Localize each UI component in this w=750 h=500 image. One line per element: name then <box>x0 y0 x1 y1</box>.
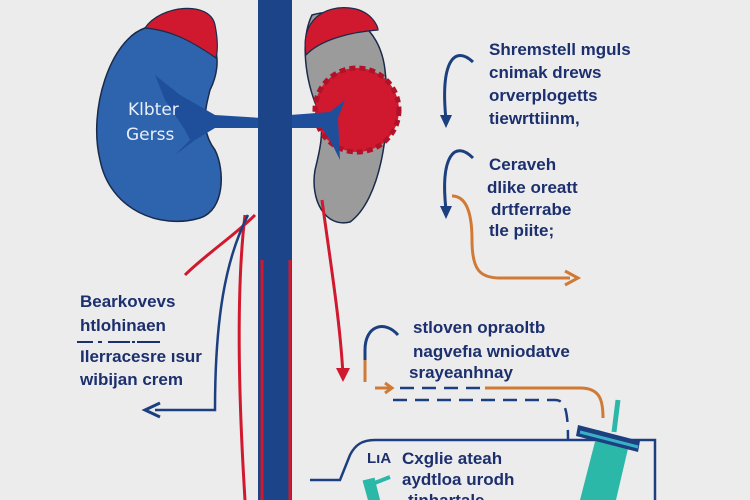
kidney-label: Klbter <box>128 100 179 120</box>
curved-arrow-2 <box>443 149 475 211</box>
kidney-tumor <box>312 65 402 155</box>
left-flow-arrow <box>155 214 250 412</box>
arrow-right-icon <box>375 381 395 395</box>
orange-arrow <box>451 194 570 280</box>
right-adrenal <box>304 7 379 57</box>
svg-text:stloven opraoltb: stloven opraoltb <box>413 318 545 337</box>
svg-text:dlike oreatt: dlike oreatt <box>487 178 578 197</box>
left-renal-vessels <box>155 75 262 155</box>
teal-figure-icon <box>362 475 391 500</box>
svg-text:drtferrabe: drtferrabe <box>491 200 571 219</box>
svg-text:srayeanhnay: srayeanhnay <box>409 363 513 382</box>
svg-text:tiewrttiinm,: tiewrttiinm, <box>489 109 580 128</box>
arrow-down-icon <box>440 206 452 219</box>
left-kidney <box>96 25 222 223</box>
bottom-box <box>310 438 657 500</box>
svg-text:tinhartale: tinhartale <box>408 491 485 500</box>
curved-arrow-3 <box>363 325 400 382</box>
top-right-note: Shremstell mguls cnimak drews orverploge… <box>489 40 631 128</box>
middle-right-note: Ceraveh dlike oreatt drtferrabe tle piit… <box>487 155 578 240</box>
svg-text:nagvefıa wniodatve: nagvefıa wniodatve <box>413 342 570 361</box>
center-note: stloven opraoltb nagvefıa wniodatve sray… <box>409 318 570 382</box>
arrow-down-icon <box>440 115 452 128</box>
svg-text:Cxglie ateah: Cxglie ateah <box>402 449 502 468</box>
svg-text:tle piite;: tle piite; <box>489 221 554 240</box>
curved-arrow-1 <box>443 54 475 121</box>
arrow-left-icon <box>141 401 161 419</box>
arrow-down-icon <box>336 368 350 382</box>
left-adrenal <box>143 7 218 59</box>
svg-text:Ceraveh: Ceraveh <box>489 155 556 174</box>
cup-icon <box>576 399 640 500</box>
svg-text:cnimak drews: cnimak drews <box>489 63 601 82</box>
kidney-label: Gerss <box>126 125 174 145</box>
svg-text:htlohinaen: htlohinaen <box>80 316 166 335</box>
svg-text:Shremstell mguls: Shremstell mguls <box>489 40 631 59</box>
svg-text:orverplogetts: orverplogetts <box>489 86 598 105</box>
dashed-line-2 <box>393 398 570 441</box>
aorta <box>258 0 292 500</box>
svg-text:wibijan crem: wibijan crem <box>79 370 183 389</box>
svg-text:Ilerracesre ısur: Ilerracesre ısur <box>80 347 202 366</box>
right-renal-vessels <box>290 100 345 160</box>
bottom-box-text: LıA Cxglie ateah aydtloa urodh tinhartal… <box>367 449 514 500</box>
orange-path <box>485 386 605 419</box>
arrow-right-icon <box>564 269 582 287</box>
left-note: Bearkovevs htlohinaen Ilerracesre ısur w… <box>77 292 202 389</box>
red-vessels <box>183 199 345 500</box>
svg-text:aydtloa urodh: aydtloa urodh <box>402 470 514 489</box>
svg-text:Bearkovevs: Bearkovevs <box>80 292 175 311</box>
svg-text:LıA: LıA <box>367 450 391 467</box>
